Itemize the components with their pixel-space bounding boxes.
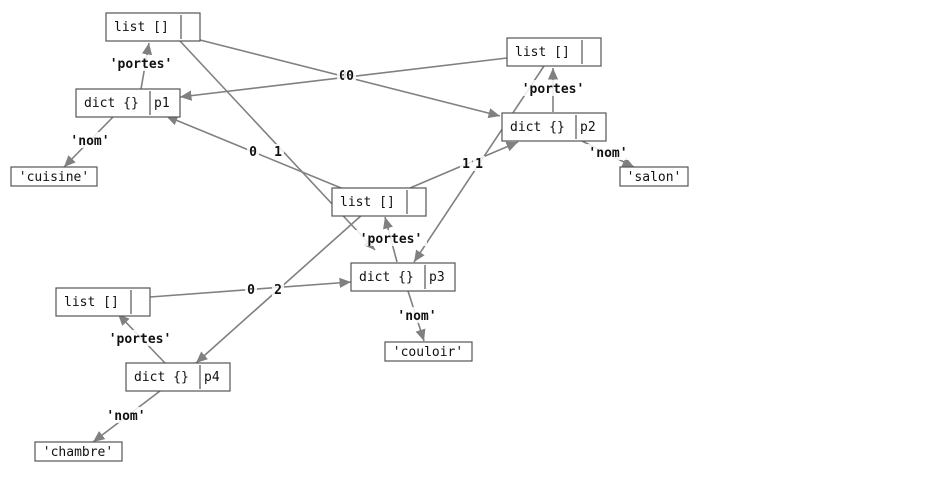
svg-text:p4: p4 [204, 370, 220, 385]
edge-label-listp2-0: 0 [344, 68, 356, 84]
list-node-p4[interactable]: list [] [55, 287, 151, 317]
svg-text:'portes': 'portes' [360, 232, 423, 247]
leaf-couloir[interactable]: 'couloir' [384, 341, 473, 362]
edge-label-listp3-2: 2 [272, 282, 284, 298]
svg-text:1: 1 [274, 145, 282, 160]
dict-node-p3[interactable]: dict {} p3 [350, 262, 456, 292]
svg-text:'nom': 'nom' [588, 146, 627, 161]
leaf-cuisine[interactable]: 'cuisine' [10, 166, 98, 187]
svg-text:'cuisine': 'cuisine' [19, 170, 89, 185]
svg-text:1: 1 [462, 157, 470, 172]
svg-text:dict {}: dict {} [84, 96, 139, 111]
svg-text:1: 1 [475, 157, 483, 172]
svg-text:dict {}: dict {} [134, 370, 189, 385]
svg-text:0: 0 [346, 69, 354, 84]
svg-text:0: 0 [249, 145, 257, 160]
svg-text:'couloir': 'couloir' [393, 345, 463, 360]
dict-node-p2[interactable]: dict {} p2 [501, 112, 607, 142]
svg-text:p3: p3 [429, 270, 445, 285]
dict-node-p4[interactable]: dict {} p4 [125, 362, 231, 392]
leaf-salon[interactable]: 'salon' [619, 166, 689, 187]
svg-text:dict {}: dict {} [510, 120, 565, 135]
svg-text:'portes': 'portes' [110, 57, 173, 72]
svg-text:'chambre': 'chambre' [43, 445, 113, 460]
edge-label-p4-portes: 'portes' [104, 330, 176, 347]
svg-text:'portes': 'portes' [522, 82, 585, 97]
svg-text:0: 0 [339, 69, 347, 84]
svg-text:list []: list [] [515, 45, 570, 60]
list-node-p1[interactable]: list [] [105, 12, 201, 42]
svg-text:'nom': 'nom' [70, 134, 109, 149]
svg-text:p2: p2 [580, 120, 596, 135]
edge-label-p2-nom: 'nom' [585, 144, 631, 161]
svg-text:'portes': 'portes' [109, 332, 172, 347]
svg-text:list []: list [] [114, 20, 169, 35]
edge-label-p1-nom: 'nom' [67, 132, 113, 149]
svg-text:list []: list [] [340, 195, 395, 210]
svg-text:list []: list [] [64, 295, 119, 310]
svg-text:0: 0 [247, 283, 255, 298]
edge-label-listp1-1: 1 [272, 144, 284, 160]
edge-label-p3-portes: 'portes' [355, 230, 427, 247]
dict-node-p1[interactable]: dict {} p1 [75, 88, 181, 118]
edge-label-p4-nom: 'nom' [103, 407, 149, 424]
list-node-p2[interactable]: list [] [506, 37, 602, 67]
edge-label-listp4-0: 0 [245, 282, 257, 298]
edge-label-p1-portes: 'portes' [105, 55, 177, 72]
list-node-p3[interactable]: list [] [331, 187, 427, 217]
svg-text:2: 2 [274, 283, 282, 298]
leaf-chambre[interactable]: 'chambre' [34, 441, 123, 462]
svg-text:'nom': 'nom' [106, 409, 145, 424]
svg-text:dict {}: dict {} [359, 270, 414, 285]
svg-text:'nom': 'nom' [397, 309, 436, 324]
svg-text:'salon': 'salon' [627, 170, 682, 185]
svg-text:p1: p1 [154, 96, 170, 111]
edge-label-p2-portes: 'portes' [517, 80, 589, 97]
edge-label-listp3-0: 0 [247, 144, 259, 160]
edge-label-listp2-1: 1 [473, 156, 485, 172]
edge-label-p3-nom: 'nom' [394, 307, 440, 324]
edge-label-listp3-1: 1 [460, 156, 472, 172]
